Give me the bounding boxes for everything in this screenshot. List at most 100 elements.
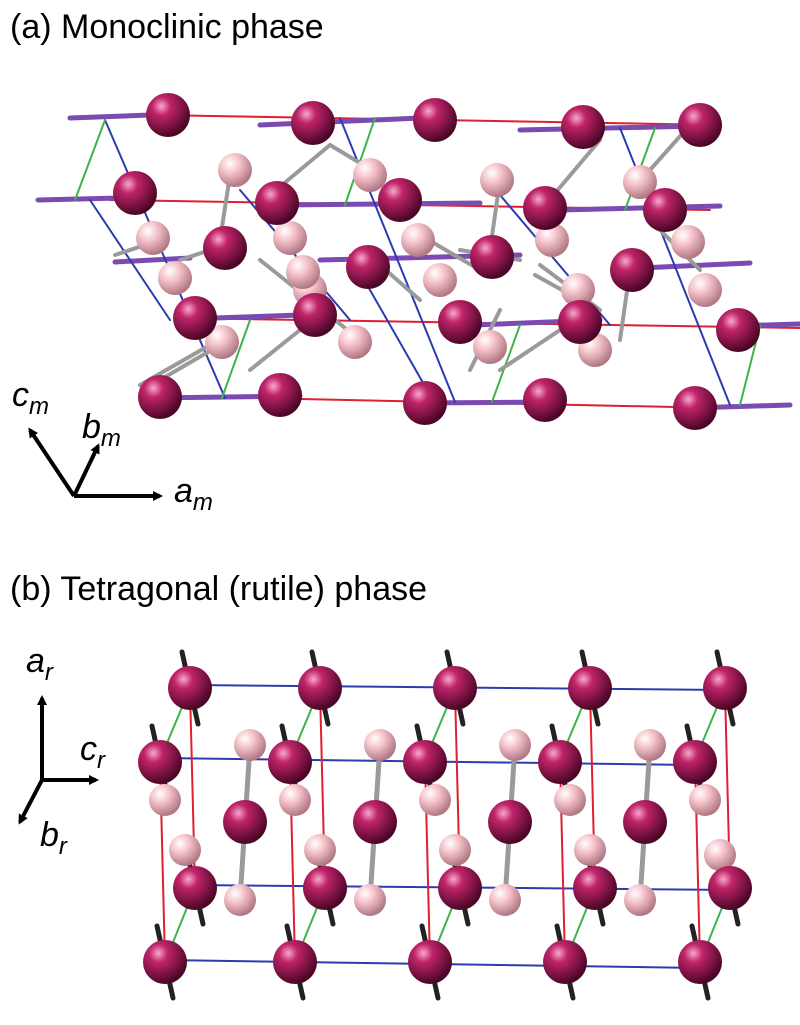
metal-atom — [673, 740, 717, 784]
cell-edge-purple — [257, 115, 423, 128]
metal-atom — [378, 178, 422, 222]
oxygen-atom — [136, 221, 170, 255]
monoclinic-structure — [35, 93, 800, 430]
oxygen-atom — [489, 884, 521, 916]
rutile-a-axis-label: ar — [26, 642, 54, 686]
metal-atom — [168, 666, 212, 710]
metal-atom — [708, 866, 752, 910]
metal-atom — [298, 666, 342, 710]
oxygen-atom — [671, 225, 705, 259]
oxygen-atom — [423, 263, 457, 297]
metal-atom — [143, 940, 187, 984]
oxygen-atom — [273, 221, 307, 255]
rutile-axes: ar cr br — [18, 642, 106, 860]
cell-edge-green — [491, 324, 521, 403]
metal-atom — [438, 300, 482, 344]
metal-atom — [413, 98, 457, 142]
metal-atom — [291, 101, 335, 145]
oxygen-atom — [439, 834, 471, 866]
metal-atom — [255, 181, 299, 225]
oxygen-atom — [535, 223, 569, 257]
metal-atom — [173, 296, 217, 340]
oxygen-atom — [419, 784, 451, 816]
oxygen-atom — [234, 729, 266, 761]
oxygen-atom — [688, 273, 722, 307]
metal-atom — [203, 226, 247, 270]
cell-edge-purple — [517, 123, 703, 133]
cell-edge-purple — [67, 112, 153, 121]
metal-atom — [470, 235, 514, 279]
oxygen-atom — [480, 163, 514, 197]
oxygen-atom — [158, 261, 192, 295]
monoclinic-a-axis-label: am — [174, 472, 213, 516]
rutile-structure — [138, 649, 752, 1001]
metal-atom — [293, 293, 337, 337]
metal-atom — [558, 300, 602, 344]
metal-atom — [433, 666, 477, 710]
metal-atom — [573, 866, 617, 910]
oxygen-atom — [623, 165, 657, 199]
rutile-c-axis-label: cr — [80, 730, 106, 774]
oxygen-atom — [304, 834, 336, 866]
monoclinic-axes: cm bm am — [12, 376, 213, 516]
oxygen-atom — [149, 784, 181, 816]
rutile-b-axis-label: br — [40, 816, 68, 860]
metal-atom — [138, 375, 182, 419]
oxygen-atom — [574, 834, 606, 866]
metal-atom — [403, 740, 447, 784]
metal-atom — [146, 93, 190, 137]
oxygen-atom — [224, 884, 256, 916]
metal-atom — [273, 940, 317, 984]
panel-a-title: (a) Monoclinic phase — [10, 8, 324, 46]
metal-atom — [716, 308, 760, 352]
bond — [248, 328, 302, 372]
oxygen-atom — [401, 223, 435, 257]
metal-atom — [403, 381, 447, 425]
panel-b-title: (b) Tetragonal (rutile) phase — [10, 570, 428, 608]
oxygen-atom — [689, 784, 721, 816]
metal-atom — [523, 186, 567, 230]
metal-atom — [438, 866, 482, 910]
metal-atom — [113, 171, 157, 215]
metal-atom — [678, 103, 722, 147]
cell-edge-purple — [35, 195, 123, 203]
cell-edge-blue — [89, 199, 171, 321]
metal-atom — [268, 740, 312, 784]
metal-atom — [610, 248, 654, 292]
oxygen-atom — [364, 729, 396, 761]
metal-atom — [673, 386, 717, 430]
oxygen-atom — [353, 158, 387, 192]
oxygen-atom — [704, 839, 736, 871]
oxygen-atom — [634, 729, 666, 761]
metal-atom — [678, 940, 722, 984]
metal-atom — [568, 666, 612, 710]
cell-edge-green — [221, 319, 251, 399]
oxygen-atom — [169, 834, 201, 866]
monoclinic-b-axis-label: bm — [82, 408, 121, 452]
metal-atom — [523, 378, 567, 422]
oxygen-atom — [205, 325, 239, 359]
cell-edge-purple — [212, 312, 303, 321]
metal-atom — [561, 105, 605, 149]
monoclinic-c-axis-arrow — [28, 427, 76, 498]
rutile-b-axis-arrow — [18, 779, 44, 825]
metal-atom — [488, 800, 532, 844]
monoclinic-c-axis-label: cm — [12, 376, 49, 420]
oxygen-atom — [554, 784, 586, 816]
metal-atom — [623, 800, 667, 844]
oxygen-atom — [561, 273, 595, 307]
metal-atom — [258, 373, 302, 417]
oxygen-atom — [354, 884, 386, 916]
metal-atom — [408, 940, 452, 984]
metal-atom — [138, 740, 182, 784]
cell-edge-purple — [112, 255, 193, 265]
monoclinic-b-axis-arrow — [72, 443, 100, 497]
metal-atom — [703, 666, 747, 710]
metal-atom — [543, 940, 587, 984]
bond — [498, 328, 562, 372]
oxygen-atom — [286, 255, 320, 289]
metal-atom — [538, 740, 582, 784]
oxygen-atom — [279, 784, 311, 816]
oxygen-atom — [624, 884, 656, 916]
